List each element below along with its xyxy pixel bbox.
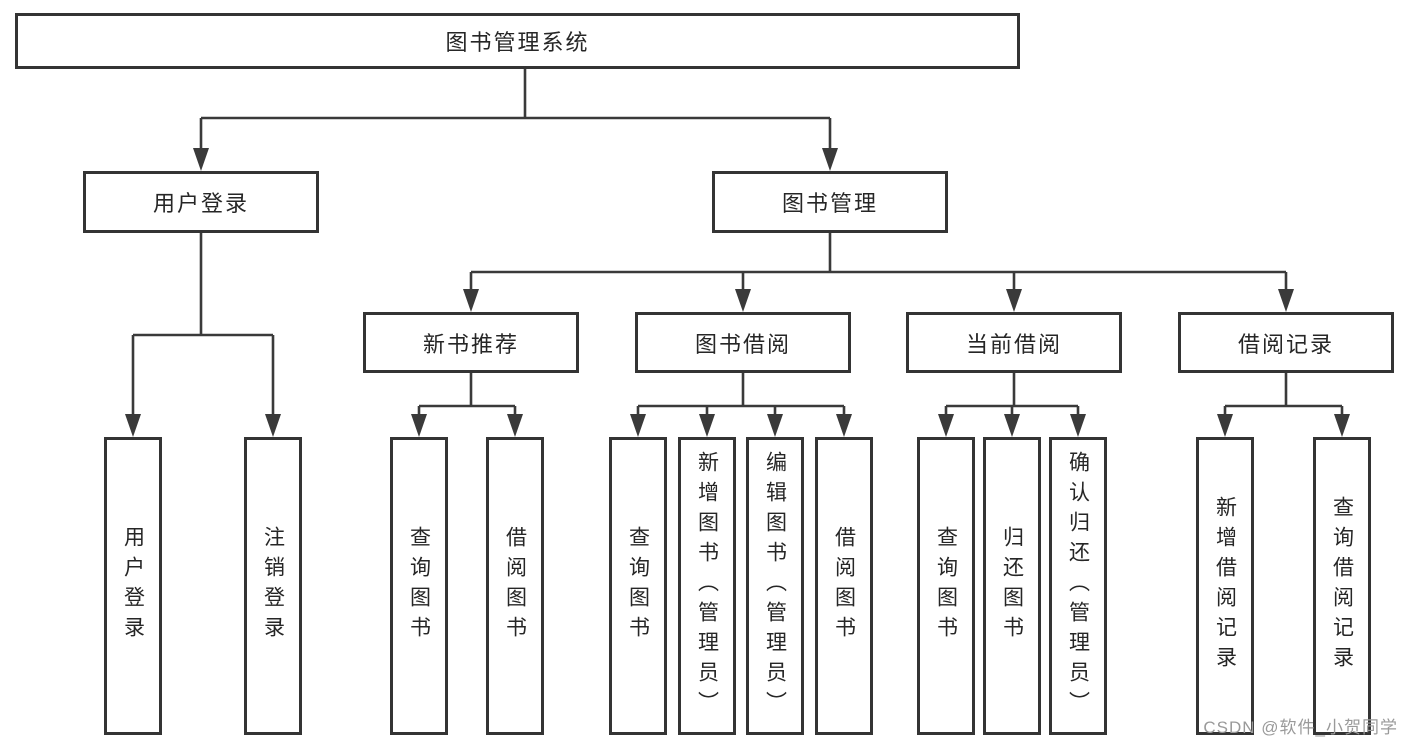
node-label: 用户登录 bbox=[152, 191, 249, 216]
node-label: 查询图书 bbox=[934, 526, 958, 646]
csdn-watermark: CSDN @软件_小贺同学 bbox=[1203, 718, 1398, 737]
node-label: 借阅图书 bbox=[832, 526, 856, 646]
node-book-borrow: 图书借阅 bbox=[635, 312, 851, 373]
node-label: 查询借阅记录 bbox=[1330, 496, 1354, 676]
node-label: 图书管理系统 bbox=[445, 30, 590, 55]
leaf-edit-books-admin: 编辑图书（管理员） bbox=[746, 437, 804, 735]
node-borrow-records: 借阅记录 bbox=[1178, 312, 1394, 373]
node-label: 新增图书（管理员） bbox=[695, 451, 719, 721]
leaf-query-borrow-record: 查询借阅记录 bbox=[1313, 437, 1371, 735]
node-label: 借阅记录 bbox=[1237, 331, 1334, 357]
node-label: 新书推荐 bbox=[422, 331, 519, 357]
node-label: 图书管理 bbox=[781, 191, 878, 216]
leaf-add-borrow-record: 新增借阅记录 bbox=[1196, 437, 1254, 735]
leaf-confirm-return-admin: 确认归还（管理员） bbox=[1049, 437, 1107, 735]
node-label: 确认归还（管理员） bbox=[1066, 451, 1090, 721]
leaf-recommend-borrow-books: 借阅图书 bbox=[486, 437, 544, 735]
node-label: 图书借阅 bbox=[694, 331, 791, 357]
node-root: 图书管理系统 bbox=[15, 13, 1020, 69]
node-label: 归还图书 bbox=[1000, 526, 1024, 646]
node-label: 借阅图书 bbox=[503, 526, 527, 646]
node-label: 编辑图书（管理员） bbox=[763, 451, 787, 721]
leaf-recommend-query-books: 查询图书 bbox=[390, 437, 448, 735]
node-label: 用户登录 bbox=[121, 526, 145, 646]
node-new-book-recommend: 新书推荐 bbox=[363, 312, 579, 373]
leaf-current-query-books: 查询图书 bbox=[917, 437, 975, 735]
leaf-borrow-books: 借阅图书 bbox=[815, 437, 873, 735]
leaf-borrow-query-books: 查询图书 bbox=[609, 437, 667, 735]
leaf-logout-login: 注销登录 bbox=[244, 437, 302, 735]
node-label: 注销登录 bbox=[261, 526, 285, 646]
node-user-login: 用户登录 bbox=[83, 171, 319, 233]
node-book-management: 图书管理 bbox=[712, 171, 948, 233]
node-current-borrow: 当前借阅 bbox=[906, 312, 1122, 373]
leaf-return-books: 归还图书 bbox=[983, 437, 1041, 735]
node-label: 查询图书 bbox=[626, 526, 650, 646]
node-label: 查询图书 bbox=[407, 526, 431, 646]
leaf-add-books-admin: 新增图书（管理员） bbox=[678, 437, 736, 735]
leaf-user-login: 用户登录 bbox=[104, 437, 162, 735]
node-label: 新增借阅记录 bbox=[1213, 496, 1237, 676]
node-label: 当前借阅 bbox=[965, 331, 1062, 357]
